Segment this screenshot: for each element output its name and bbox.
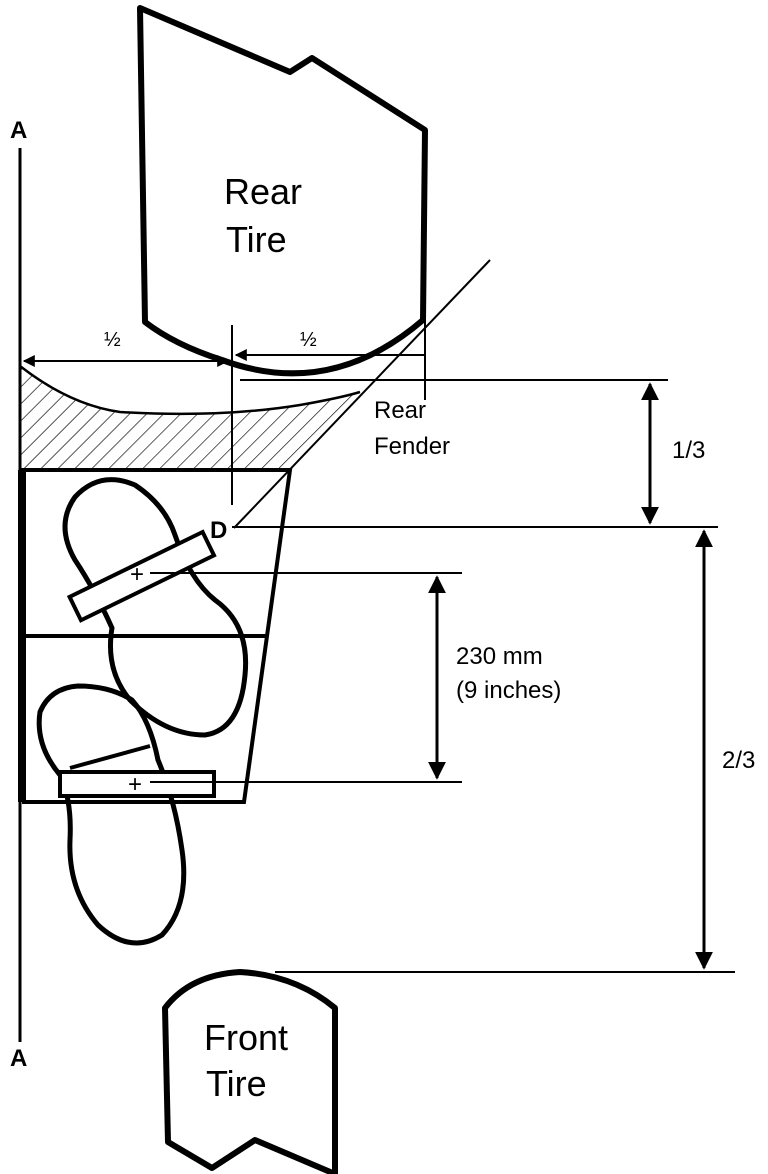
axis-label-top: A (10, 117, 27, 144)
one-third-label: 1/3 (672, 437, 705, 464)
front-tire-outline (162, 969, 338, 1174)
upper-pedal (66, 529, 217, 623)
front-tire-label-line2: Tire (206, 1063, 267, 1104)
point-d-label: D (210, 517, 227, 544)
lower-foot (36, 683, 187, 946)
rear-tire-label-line1: Rear (224, 171, 302, 212)
pedal-spacing-label-line1: 230 mm (456, 643, 543, 670)
rear-fender-curve (19, 365, 361, 416)
lower-pedal-strap (69, 744, 151, 770)
rear-tire-label-line2: Tire (226, 219, 287, 260)
front-tire-label-line1: Front (204, 1017, 288, 1058)
lower-pedal-marker: + (128, 771, 142, 798)
rear-fender-label-line2: Fender (374, 433, 450, 460)
rear-fender-label-line1: Rear (374, 397, 426, 424)
pedal-spacing-label-line2: (9 inches) (456, 677, 561, 704)
half-label-right: ½ (300, 329, 317, 351)
two-thirds-label: 2/3 (722, 747, 755, 774)
rear-fender-hatch (20, 366, 360, 470)
half-label-left: ½ (104, 329, 121, 351)
rear-tire-outline (137, 5, 428, 377)
lower-pedal (58, 770, 216, 798)
tangent-line (233, 259, 491, 529)
axis-label-bottom: A (10, 1045, 27, 1072)
upper-pedal-marker: + (130, 561, 144, 588)
